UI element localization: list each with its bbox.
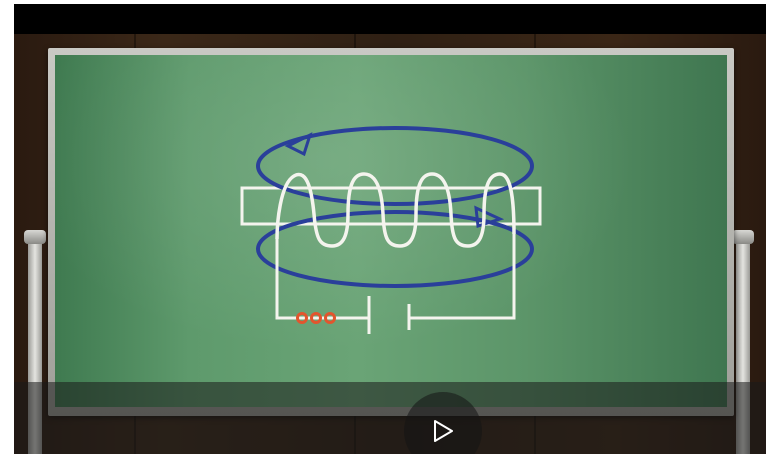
board-stand-cap-right bbox=[732, 230, 754, 244]
resistor bbox=[296, 312, 336, 324]
video-top-bar bbox=[14, 4, 766, 34]
field-arrow-lower bbox=[474, 205, 505, 228]
chalkboard-frame bbox=[48, 48, 734, 416]
board-stand-cap-left bbox=[24, 230, 46, 244]
chalkboard bbox=[55, 55, 727, 407]
video-control-bar bbox=[14, 382, 766, 454]
play-button[interactable] bbox=[404, 392, 482, 454]
circuit-wire-right bbox=[410, 234, 516, 320]
solenoid-drawing bbox=[240, 126, 542, 334]
coil-windings bbox=[275, 172, 516, 248]
field-line-upper bbox=[256, 126, 534, 206]
field-arrow-upper bbox=[284, 132, 313, 157]
field-line-lower bbox=[256, 210, 534, 288]
video-frame-scene bbox=[14, 34, 766, 454]
solenoid-core bbox=[240, 186, 542, 226]
play-icon bbox=[434, 420, 453, 442]
video-player[interactable] bbox=[14, 4, 766, 454]
